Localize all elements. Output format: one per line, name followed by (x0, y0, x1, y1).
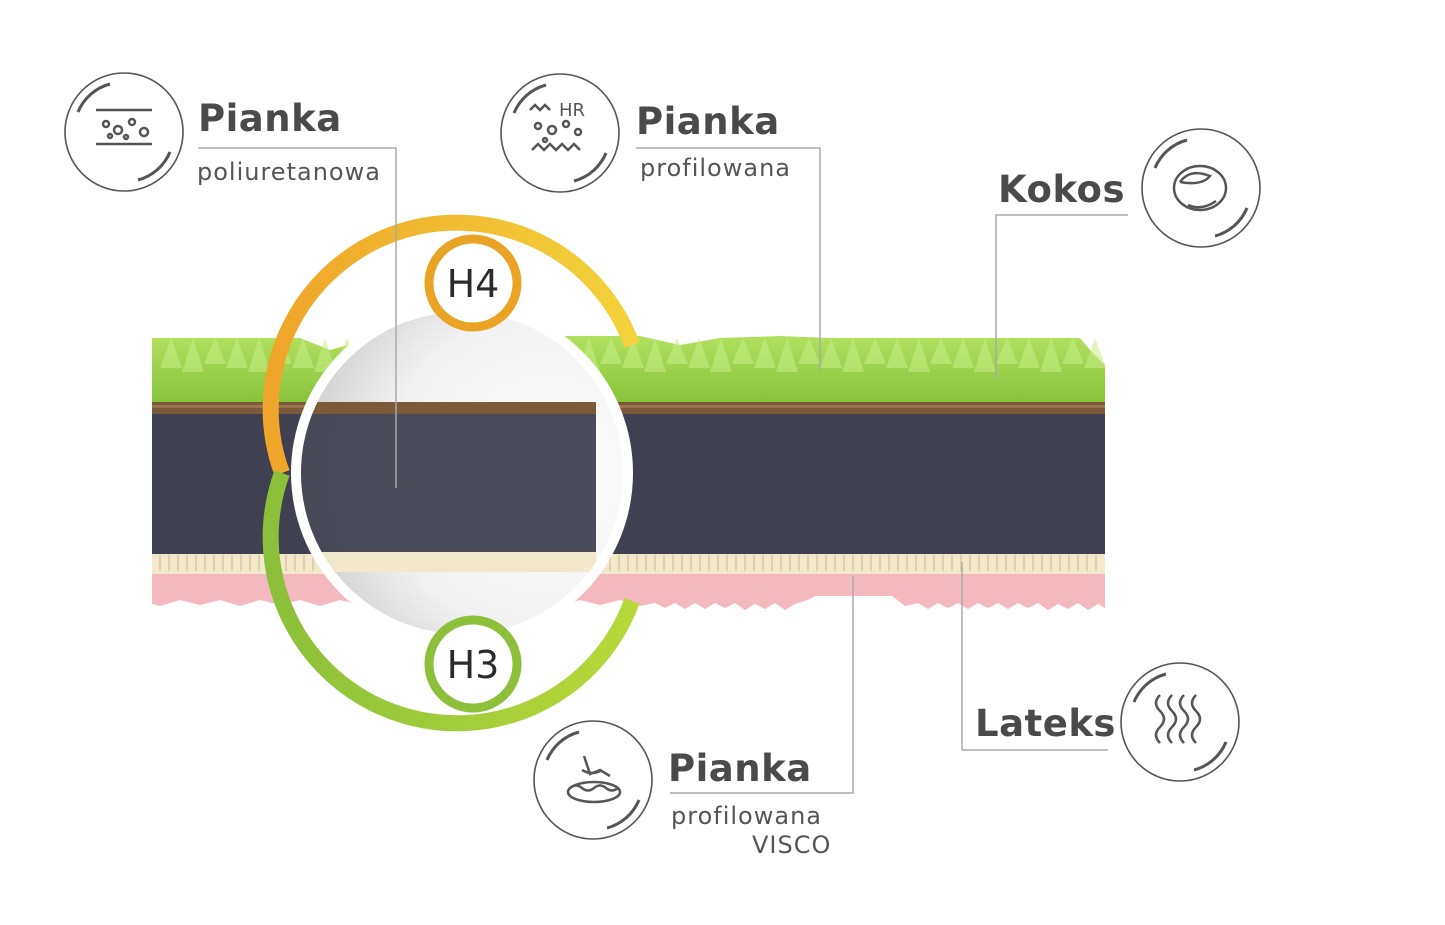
latex-title: Lateks (975, 702, 1116, 745)
h4-label: H4 (447, 262, 500, 306)
foam-spike (204, 338, 226, 364)
h4-ring-arc (262, 214, 640, 476)
foam-spike (644, 338, 666, 372)
foam-spike (1040, 338, 1062, 372)
foam-spike (776, 338, 798, 372)
leader-visco (670, 576, 854, 794)
hr-foam-icon: HR (500, 73, 620, 193)
leader-polyurethane (198, 147, 397, 488)
foam-spike (622, 338, 644, 368)
visco-subtitle: profilowana (671, 802, 822, 830)
latex-waves-icon (1120, 662, 1240, 782)
foam-bubbles-icon (64, 72, 184, 192)
foam-spike (930, 338, 952, 364)
foam-spike (1062, 338, 1084, 364)
foam-spike (952, 338, 974, 368)
firmness-cutout: H4 H3 (262, 214, 640, 732)
foam-spike (1084, 338, 1106, 368)
cutout-coconut (296, 402, 596, 414)
h4-badge: H4 (424, 234, 522, 332)
visco-subtitle-2: VISCO (752, 831, 832, 859)
visco-hand-icon (533, 720, 653, 840)
hr-icon-text: HR (559, 100, 585, 121)
coconut-icon (1141, 128, 1261, 248)
h3-label: H3 (447, 643, 500, 687)
coconut-texture (152, 405, 1105, 408)
profiled-hr-title: Pianka (636, 100, 780, 143)
polyurethane-title: Pianka (198, 97, 342, 140)
foam-spike (226, 338, 248, 368)
foam-spike (248, 338, 270, 372)
foam-spike (710, 338, 732, 372)
foam-spike (864, 338, 886, 364)
leader-lines (198, 147, 1128, 794)
icons: HR (64, 72, 1261, 840)
foam-spike (1018, 338, 1040, 368)
foam-spike (666, 338, 688, 364)
foam-spike (600, 338, 622, 364)
leader-profiled-hr (636, 147, 821, 370)
foam-spike (182, 338, 204, 372)
foam-spike (798, 338, 820, 364)
leader-coconut (995, 214, 1128, 380)
foam-spike (732, 338, 754, 364)
foam-spike (974, 338, 996, 372)
foam-spike (292, 338, 314, 368)
foam-spike (314, 338, 336, 372)
foam-spike (886, 338, 908, 368)
cutout-latex (296, 552, 596, 572)
h3-ring-arc (262, 470, 640, 732)
foam-spike (754, 338, 776, 368)
foam-spike (688, 338, 710, 368)
cutout-core (296, 412, 596, 554)
leader-latex (961, 562, 1108, 751)
foam-spike (908, 338, 930, 372)
coconut-title: Kokos (998, 168, 1125, 211)
foam-spike (820, 338, 842, 368)
foam-spike (160, 338, 182, 368)
profiled-hr-subtitle: profilowana (640, 154, 791, 182)
visco-title: Pianka (668, 747, 812, 790)
foam-spike (842, 338, 864, 372)
polyurethane-subtitle: poliuretanowa (197, 158, 381, 186)
h3-badge: H3 (424, 615, 522, 713)
foam-spike (996, 338, 1018, 364)
